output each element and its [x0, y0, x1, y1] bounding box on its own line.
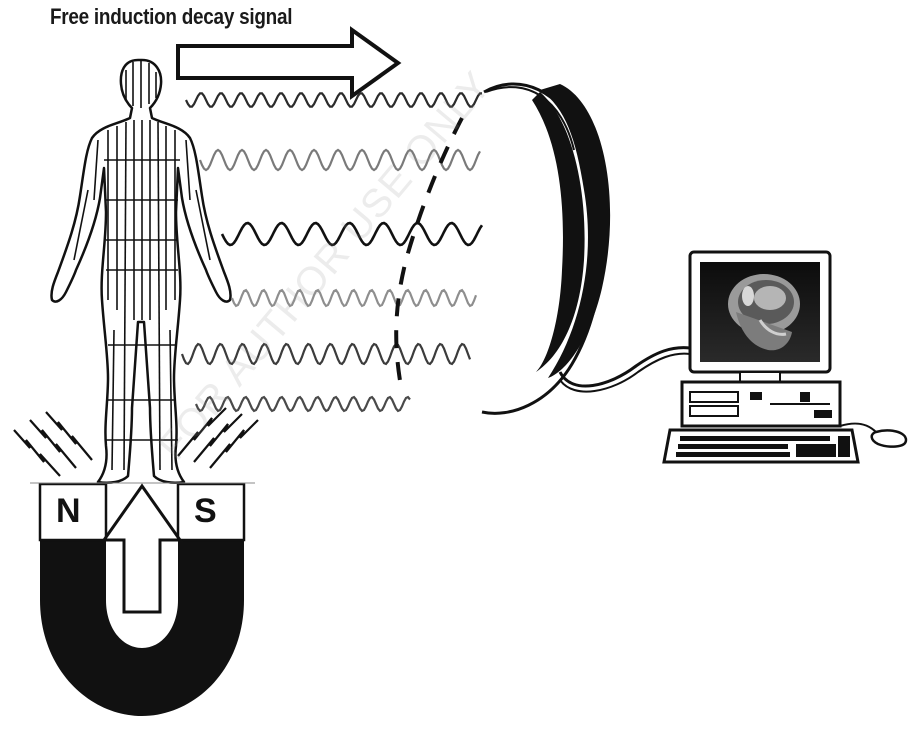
- north-pole-block: [38, 482, 108, 542]
- fid-wave-5: [180, 342, 472, 366]
- receiver-coil: [481, 82, 611, 415]
- computer-workstation: [662, 250, 908, 464]
- fid-wave-1: [185, 92, 482, 108]
- diagram-title: Free induction decay signal: [50, 4, 293, 29]
- mri-head-scan: [728, 274, 800, 351]
- fid-wave-4: [230, 288, 478, 308]
- south-pole-block: [176, 482, 246, 542]
- field-lightning-right: [177, 407, 259, 469]
- human-body-figure: [50, 58, 232, 484]
- signal-direction-arrow: [176, 26, 402, 100]
- mouse: [870, 429, 908, 448]
- north-pole-label: N: [56, 492, 81, 530]
- coil-field-dashed-line: [394, 117, 464, 393]
- field-lightning-left: [13, 411, 93, 477]
- south-pole-label: S: [194, 492, 217, 530]
- fid-wave-3: [220, 221, 484, 247]
- fid-waves: [180, 92, 484, 413]
- magnetic-field-arrow: [101, 483, 183, 614]
- fid-wave-6: [194, 395, 411, 413]
- horseshoe-magnet: [30, 482, 255, 716]
- signal-cable: [558, 346, 691, 388]
- fid-wave-2: [198, 148, 481, 172]
